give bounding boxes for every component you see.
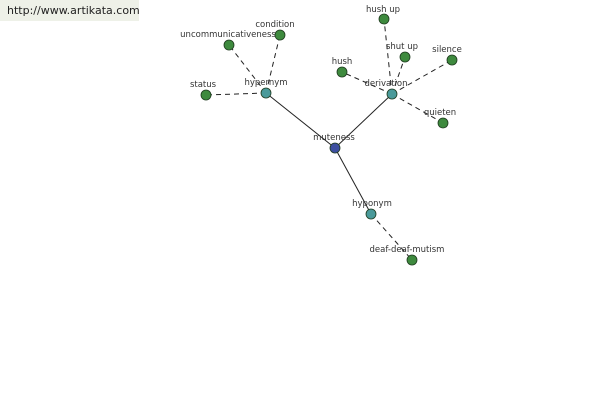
leaf-label-deaf-deaf-mutism[interactable]: deaf-deaf-mutism bbox=[370, 245, 445, 255]
edge-hypernym-uncommunicativeness bbox=[228, 44, 267, 94]
edge-derivation-shut-up bbox=[391, 56, 406, 95]
edge-derivation-quieten bbox=[391, 93, 444, 124]
leaf-node-deaf-deaf-mutism[interactable] bbox=[406, 254, 418, 266]
relation-label-derivation[interactable]: derivation bbox=[364, 79, 407, 89]
leaf-label-silence[interactable]: silence bbox=[432, 45, 462, 55]
leaf-label-uncommunicativeness[interactable]: uncommunicativeness bbox=[180, 30, 276, 40]
relation-node-hypernym[interactable] bbox=[260, 87, 272, 99]
leaf-node-status[interactable] bbox=[200, 89, 212, 101]
relation-node-hyponym[interactable] bbox=[365, 208, 377, 220]
leaf-label-quieten[interactable]: quieten bbox=[424, 108, 456, 118]
root-node-muteness[interactable] bbox=[329, 142, 341, 154]
edge-derivation-hush bbox=[341, 71, 393, 95]
leaf-label-status[interactable]: status bbox=[190, 80, 217, 90]
leaf-node-hush-up[interactable] bbox=[378, 13, 390, 25]
edge-hypernym-status bbox=[205, 92, 267, 96]
edge-muteness-hyponym bbox=[334, 147, 372, 215]
edge-hyponym-deaf-deaf-mutism bbox=[370, 213, 413, 261]
leaf-node-quieten[interactable] bbox=[437, 117, 449, 129]
leaf-node-hush[interactable] bbox=[336, 66, 348, 78]
leaf-label-hush[interactable]: hush bbox=[332, 57, 353, 67]
leaf-node-silence[interactable] bbox=[446, 54, 458, 66]
relation-label-hyponym[interactable]: hyponym bbox=[352, 199, 392, 209]
graph-nodes bbox=[200, 13, 458, 266]
relation-label-hypernym[interactable]: hypernym bbox=[244, 78, 287, 88]
edge-derivation-silence bbox=[391, 59, 453, 95]
relation-node-derivation[interactable] bbox=[386, 88, 398, 100]
leaf-node-condition[interactable] bbox=[274, 29, 286, 41]
leaf-node-shut-up[interactable] bbox=[399, 51, 411, 63]
leaf-node-uncommunicativeness[interactable] bbox=[223, 39, 235, 51]
edge-hypernym-condition bbox=[265, 34, 281, 94]
graph-edges bbox=[205, 18, 453, 261]
leaf-label-hush-up[interactable]: hush up bbox=[366, 5, 400, 15]
edge-muteness-derivation bbox=[334, 93, 393, 149]
source-url-link[interactable]: http://www.artikata.com bbox=[0, 0, 140, 21]
edge-muteness-hypernym bbox=[265, 92, 336, 149]
leaf-label-shut-up[interactable]: shut up bbox=[386, 42, 418, 52]
edge-derivation-hush-up bbox=[383, 18, 393, 95]
root-label-muteness[interactable]: muteness bbox=[313, 133, 355, 143]
leaf-label-condition[interactable]: condition bbox=[255, 20, 294, 30]
